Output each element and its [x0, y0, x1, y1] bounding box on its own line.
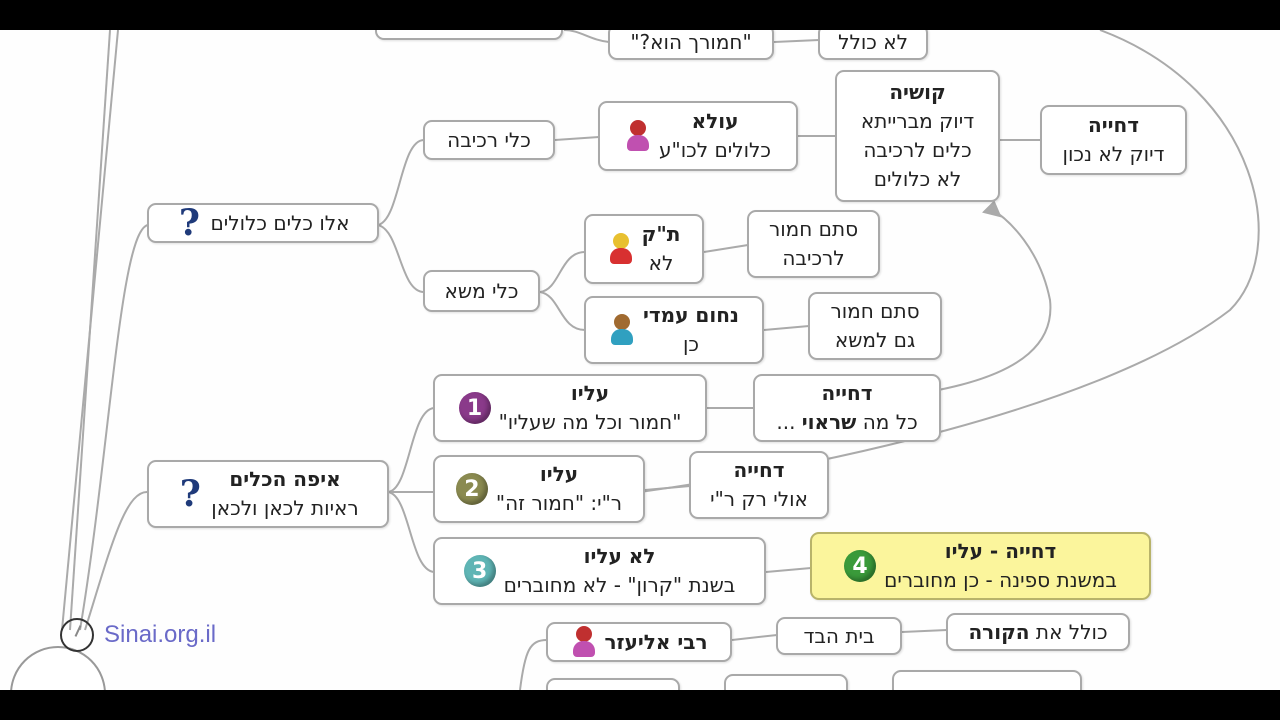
- node-rabi-eliezer[interactable]: רבי אליעזר: [546, 622, 732, 662]
- connector-lines: [61, 30, 1260, 690]
- node-text: כלי משא: [444, 278, 519, 303]
- video-bottom-bar: [0, 690, 1280, 720]
- node-alav-2[interactable]: עליו ר"י: "חמור זה" 2: [433, 455, 645, 523]
- question-icon: ?: [179, 473, 201, 515]
- node-title: דחייה - עליו: [944, 539, 1057, 563]
- node-text: ראיות לכאן ולכאן: [211, 496, 359, 520]
- node-stam-rechiva[interactable]: סתם חמור לרכיבה: [747, 210, 880, 278]
- node-kolel-kora[interactable]: כולל את הקורה: [946, 613, 1130, 651]
- node-tk[interactable]: ת"ק לא: [584, 214, 704, 284]
- node-ula[interactable]: עולא כלולים לכו"ע: [598, 101, 798, 171]
- node-bottom-cut-1[interactable]: [546, 678, 680, 690]
- node-title: איפה הכלים: [229, 467, 341, 491]
- node-dchiya-4[interactable]: דחייה - עליו במשנת ספינה - כן מחוברים 4: [810, 532, 1151, 600]
- node-dchiya-2[interactable]: דחייה אולי רק ר"י: [689, 451, 829, 519]
- node-title: קושיה: [889, 80, 946, 104]
- female-person-icon: [625, 118, 651, 154]
- node-title: דחייה: [733, 458, 785, 482]
- node-eifo[interactable]: איפה הכלים ראיות לכאן ולכאן ?: [147, 460, 389, 528]
- node-title: עליו: [570, 381, 610, 405]
- blonde-person-icon: [608, 231, 634, 267]
- node-lo-kolel[interactable]: לא כולל: [818, 30, 928, 60]
- node-text: סתם חמור: [768, 217, 859, 241]
- node-dchiya-1[interactable]: דחייה כל מה שראוי ...: [753, 374, 941, 442]
- number-2-icon: 2: [455, 473, 488, 505]
- node-text: כולל את הקורה: [968, 618, 1107, 647]
- node-stam-masa[interactable]: סתם חמור גם למשא: [808, 292, 942, 360]
- node-text: בשנת "קרון" - לא מחוברים: [503, 573, 736, 597]
- node-bottom-cut-2[interactable]: [724, 674, 848, 690]
- node-bottom-cut-3[interactable]: [892, 670, 1082, 690]
- node-text: לא: [648, 251, 674, 275]
- clock-icon: [60, 618, 94, 652]
- node-text: כלולים לכו"ע: [659, 138, 771, 162]
- number-3-icon: 3: [463, 555, 496, 587]
- node-text: כלי רכיבה: [447, 127, 531, 152]
- node-text: גם למשא: [834, 328, 916, 352]
- node-text: לא כלולים: [873, 167, 962, 191]
- node-alav-1[interactable]: עליו "חמור וכל מה שעליו" 1: [433, 374, 707, 442]
- node-chamorcha[interactable]: "חמורך הוא?": [608, 30, 774, 60]
- node-text: סתם חמור: [830, 299, 920, 323]
- node-title: דחייה: [1088, 113, 1140, 137]
- node-text: "חמורך הוא?": [630, 30, 752, 54]
- logo-text: Sinai.org.il: [104, 621, 217, 648]
- node-text: אולי רק ר"י: [710, 487, 808, 511]
- node-title: רבי אליעזר: [604, 629, 708, 654]
- node-text: בית הבד: [803, 623, 875, 648]
- text-bold: שראוי: [801, 410, 857, 434]
- node-text: לא כולל: [838, 30, 908, 54]
- node-top-cut[interactable]: [375, 30, 563, 40]
- node-nachum[interactable]: נחום עמדי כן: [584, 296, 764, 364]
- node-kli-rechiva[interactable]: כלי רכיבה: [423, 120, 555, 160]
- node-elu-kelim[interactable]: אלו כלים כלולים?: [147, 203, 379, 243]
- node-title: ת"ק: [641, 222, 681, 246]
- node-kli-masa[interactable]: כלי משא: [423, 270, 540, 312]
- video-top-bar: [0, 0, 1280, 30]
- node-title: עליו: [539, 462, 579, 486]
- node-text: לרכיבה: [782, 246, 845, 270]
- number-4-icon: 4: [844, 550, 877, 582]
- node-text: ר"י: "חמור זה": [495, 491, 623, 515]
- text-bold: הקורה: [968, 619, 1030, 644]
- node-title: דחייה: [821, 381, 873, 405]
- male-person-icon: [609, 312, 635, 348]
- node-lo-alav-3[interactable]: לא עליו בשנת "קרון" - לא מחוברים 3: [433, 537, 766, 605]
- node-text: דיוק מברייתא: [860, 109, 975, 133]
- mind-map-canvas: "חמורך הוא?" לא כולל כלי רכיבה עולא כלולי…: [0, 30, 1280, 690]
- node-dchiya-top[interactable]: דחייה דיוק לא נכון: [1040, 105, 1187, 175]
- node-text: דיוק לא נכון: [1062, 142, 1165, 166]
- node-text: כלים לרכיבה: [863, 138, 972, 162]
- node-text: כן: [682, 332, 700, 356]
- text-plain: כולל את: [1035, 619, 1108, 644]
- text-plain: כל מה: [862, 410, 918, 434]
- node-text: במשנת ספינה - כן מחוברים: [884, 568, 1117, 592]
- node-kushya[interactable]: קושיה דיוק מברייתא כלים לרכיבה לא כלולים: [835, 70, 1000, 202]
- node-text: כל מה שראוי ...: [776, 408, 917, 437]
- number-1-icon: 1: [458, 392, 491, 424]
- female-person-icon: [571, 624, 597, 660]
- node-title: לא עליו: [583, 544, 656, 568]
- node-beit-habad[interactable]: בית הבד: [776, 617, 902, 655]
- node-text: "חמור וכל מה שעליו": [498, 410, 682, 434]
- sinai-logo: Sinai.org.il: [60, 618, 216, 652]
- text-tail: ...: [776, 410, 796, 434]
- node-text: אלו כלים כלולים: [210, 210, 350, 235]
- node-title: נחום עמדי: [643, 303, 739, 327]
- question-icon: ?: [178, 202, 200, 244]
- node-title: עולא: [691, 109, 739, 133]
